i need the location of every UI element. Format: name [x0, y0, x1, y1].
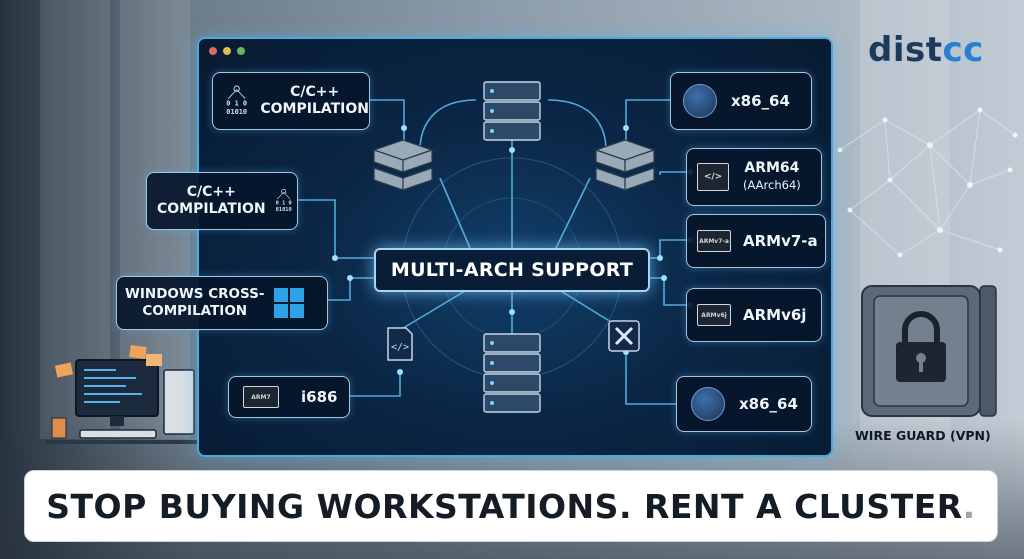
window-minimize-dot	[223, 47, 231, 55]
binary-tree-icon: 0 1 0 01010	[275, 189, 291, 213]
arch-badge-icon	[683, 84, 717, 118]
server-rack-top-icon	[483, 81, 541, 141]
node-line1: i686	[301, 387, 338, 406]
arm64-node: </> ARM64 (AArch64)	[686, 148, 822, 206]
wireguard-vpn-label: WIRE GUARD (VPN)	[855, 428, 991, 443]
node-line1: x86_64	[731, 91, 790, 110]
server-rack-bottom-icon	[483, 333, 541, 413]
headline-banner: STOP BUYING WORKSTATIONS. RENT A CLUSTER…	[24, 470, 998, 542]
node-line1: x86_64	[739, 394, 798, 413]
headline-text: STOP BUYING WORKSTATIONS. RENT A CLUSTER	[46, 486, 963, 526]
chip-icon: ARM7	[243, 386, 279, 408]
svg-text:0 1 0: 0 1 0	[275, 201, 291, 207]
padlock-safe-icon	[861, 285, 997, 417]
x86-64-node-bottom: x86_64	[676, 376, 812, 432]
svg-text:01010: 01010	[275, 207, 291, 213]
node-line1: ARM64	[744, 160, 800, 176]
chip-icon: ARMv7-a	[697, 230, 731, 252]
windows-logo-icon	[274, 288, 305, 318]
svg-text:</>: </>	[391, 342, 409, 353]
x86-64-node-top: x86_64	[670, 72, 812, 130]
tools-icon	[608, 320, 640, 352]
headline-period: .	[962, 486, 976, 526]
server-stack-left-icon	[372, 139, 434, 191]
window-close-dot	[209, 47, 217, 55]
workstation-illustration-icon	[46, 344, 206, 444]
chip-icon: ARMv6j	[697, 304, 731, 326]
node-line2: COMPILATION	[142, 303, 248, 319]
code-chip-icon: </>	[697, 163, 729, 191]
node-line1: WINDOWS CROSS-	[125, 286, 265, 302]
code-file-icon: </>	[387, 327, 413, 361]
distcc-logo: distcc	[868, 30, 984, 70]
cpp-compilation-node-middle: C/C++ COMPILATION 0 1 0 01010	[146, 172, 298, 230]
server-stack-right-icon	[594, 139, 656, 191]
windows-cross-compilation-node: WINDOWS CROSS- COMPILATION	[116, 276, 328, 330]
node-line1: C/C++	[290, 84, 340, 100]
node-line2: COMPILATION	[260, 101, 369, 117]
multi-arch-support-label: MULTI-ARCH SUPPORT	[374, 248, 650, 292]
armv7-a-node: ARMv7-a ARMv7-a	[686, 214, 826, 268]
window-maximize-dot	[237, 47, 245, 55]
svg-text:0 1 0: 0 1 0	[226, 100, 247, 108]
node-line1: ARMv6j	[743, 305, 807, 324]
binary-tree-icon: 0 1 0 01010	[226, 85, 247, 116]
node-line1: C/C++	[186, 184, 236, 200]
svg-text:01010: 01010	[226, 108, 247, 116]
armv6j-node: ARMv6j ARMv6j	[686, 288, 822, 342]
cpp-compilation-node-top: 0 1 0 01010 C/C++ COMPILATION	[212, 72, 370, 130]
arch-badge-icon	[691, 387, 725, 421]
node-line2: COMPILATION	[157, 201, 266, 217]
node-line1: ARMv7-a	[743, 231, 818, 250]
network-mesh-graphic	[837, 107, 1018, 258]
node-line2: (AArch64)	[743, 178, 801, 192]
i686-node: ARM7 i686	[228, 376, 350, 418]
